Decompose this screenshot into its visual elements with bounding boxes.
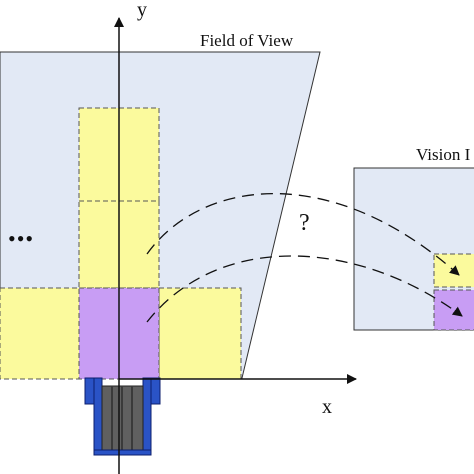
vision-tile-purple: [433, 289, 474, 331]
camera-icon: [84, 377, 161, 456]
vision-panel-label: Vision I: [416, 145, 471, 164]
tile-yellow-right: [158, 287, 242, 380]
ellipsis-dots: •••: [8, 226, 34, 251]
question-mark: ?: [299, 210, 310, 236]
mapping-arrow-lower: [146, 255, 463, 323]
tile-yellow-left: [0, 287, 80, 380]
mapping-arrow-upper: [146, 192, 460, 276]
y-axis-label: y: [137, 0, 147, 21]
field-of-view-label: Field of View: [200, 31, 294, 50]
x-axis-label: x: [322, 396, 332, 418]
